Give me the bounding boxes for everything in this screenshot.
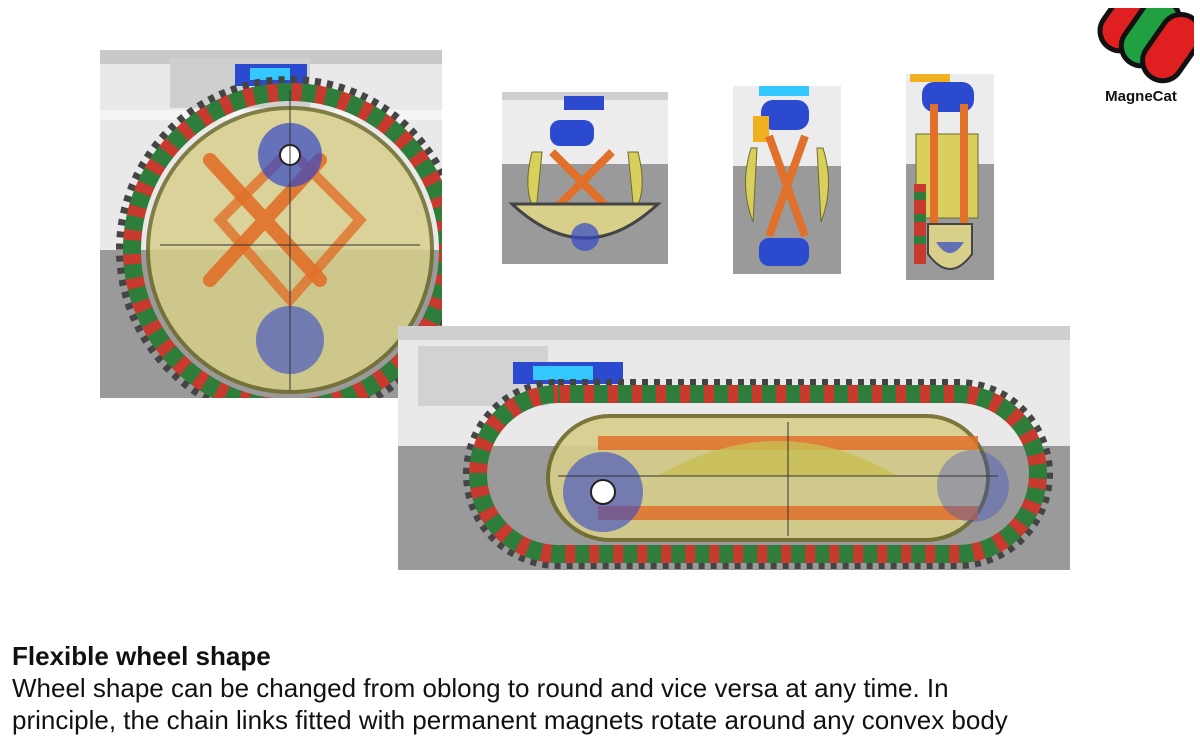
caption-body: Wheel shape can be changed from oblong t… xyxy=(12,672,1192,736)
magnecat-logo-icon xyxy=(1097,0,1200,84)
caption-line-2: principle, the chain links fitted with p… xyxy=(12,705,1008,735)
transition-stage-1 xyxy=(502,92,668,264)
caption: Flexible wheel shape Wheel shape can be … xyxy=(12,640,1192,736)
caption-line-1: Wheel shape can be changed from oblong t… xyxy=(12,673,949,703)
caption-title: Flexible wheel shape xyxy=(12,641,271,671)
transition-stage-2 xyxy=(733,86,841,274)
round-wheel-render xyxy=(100,50,442,398)
magnecat-logo: MagneCat xyxy=(1088,0,1200,108)
oblong-wheel-render xyxy=(398,326,1070,570)
transition-stage-3 xyxy=(906,74,994,280)
logo-text: MagneCat xyxy=(1105,88,1177,105)
